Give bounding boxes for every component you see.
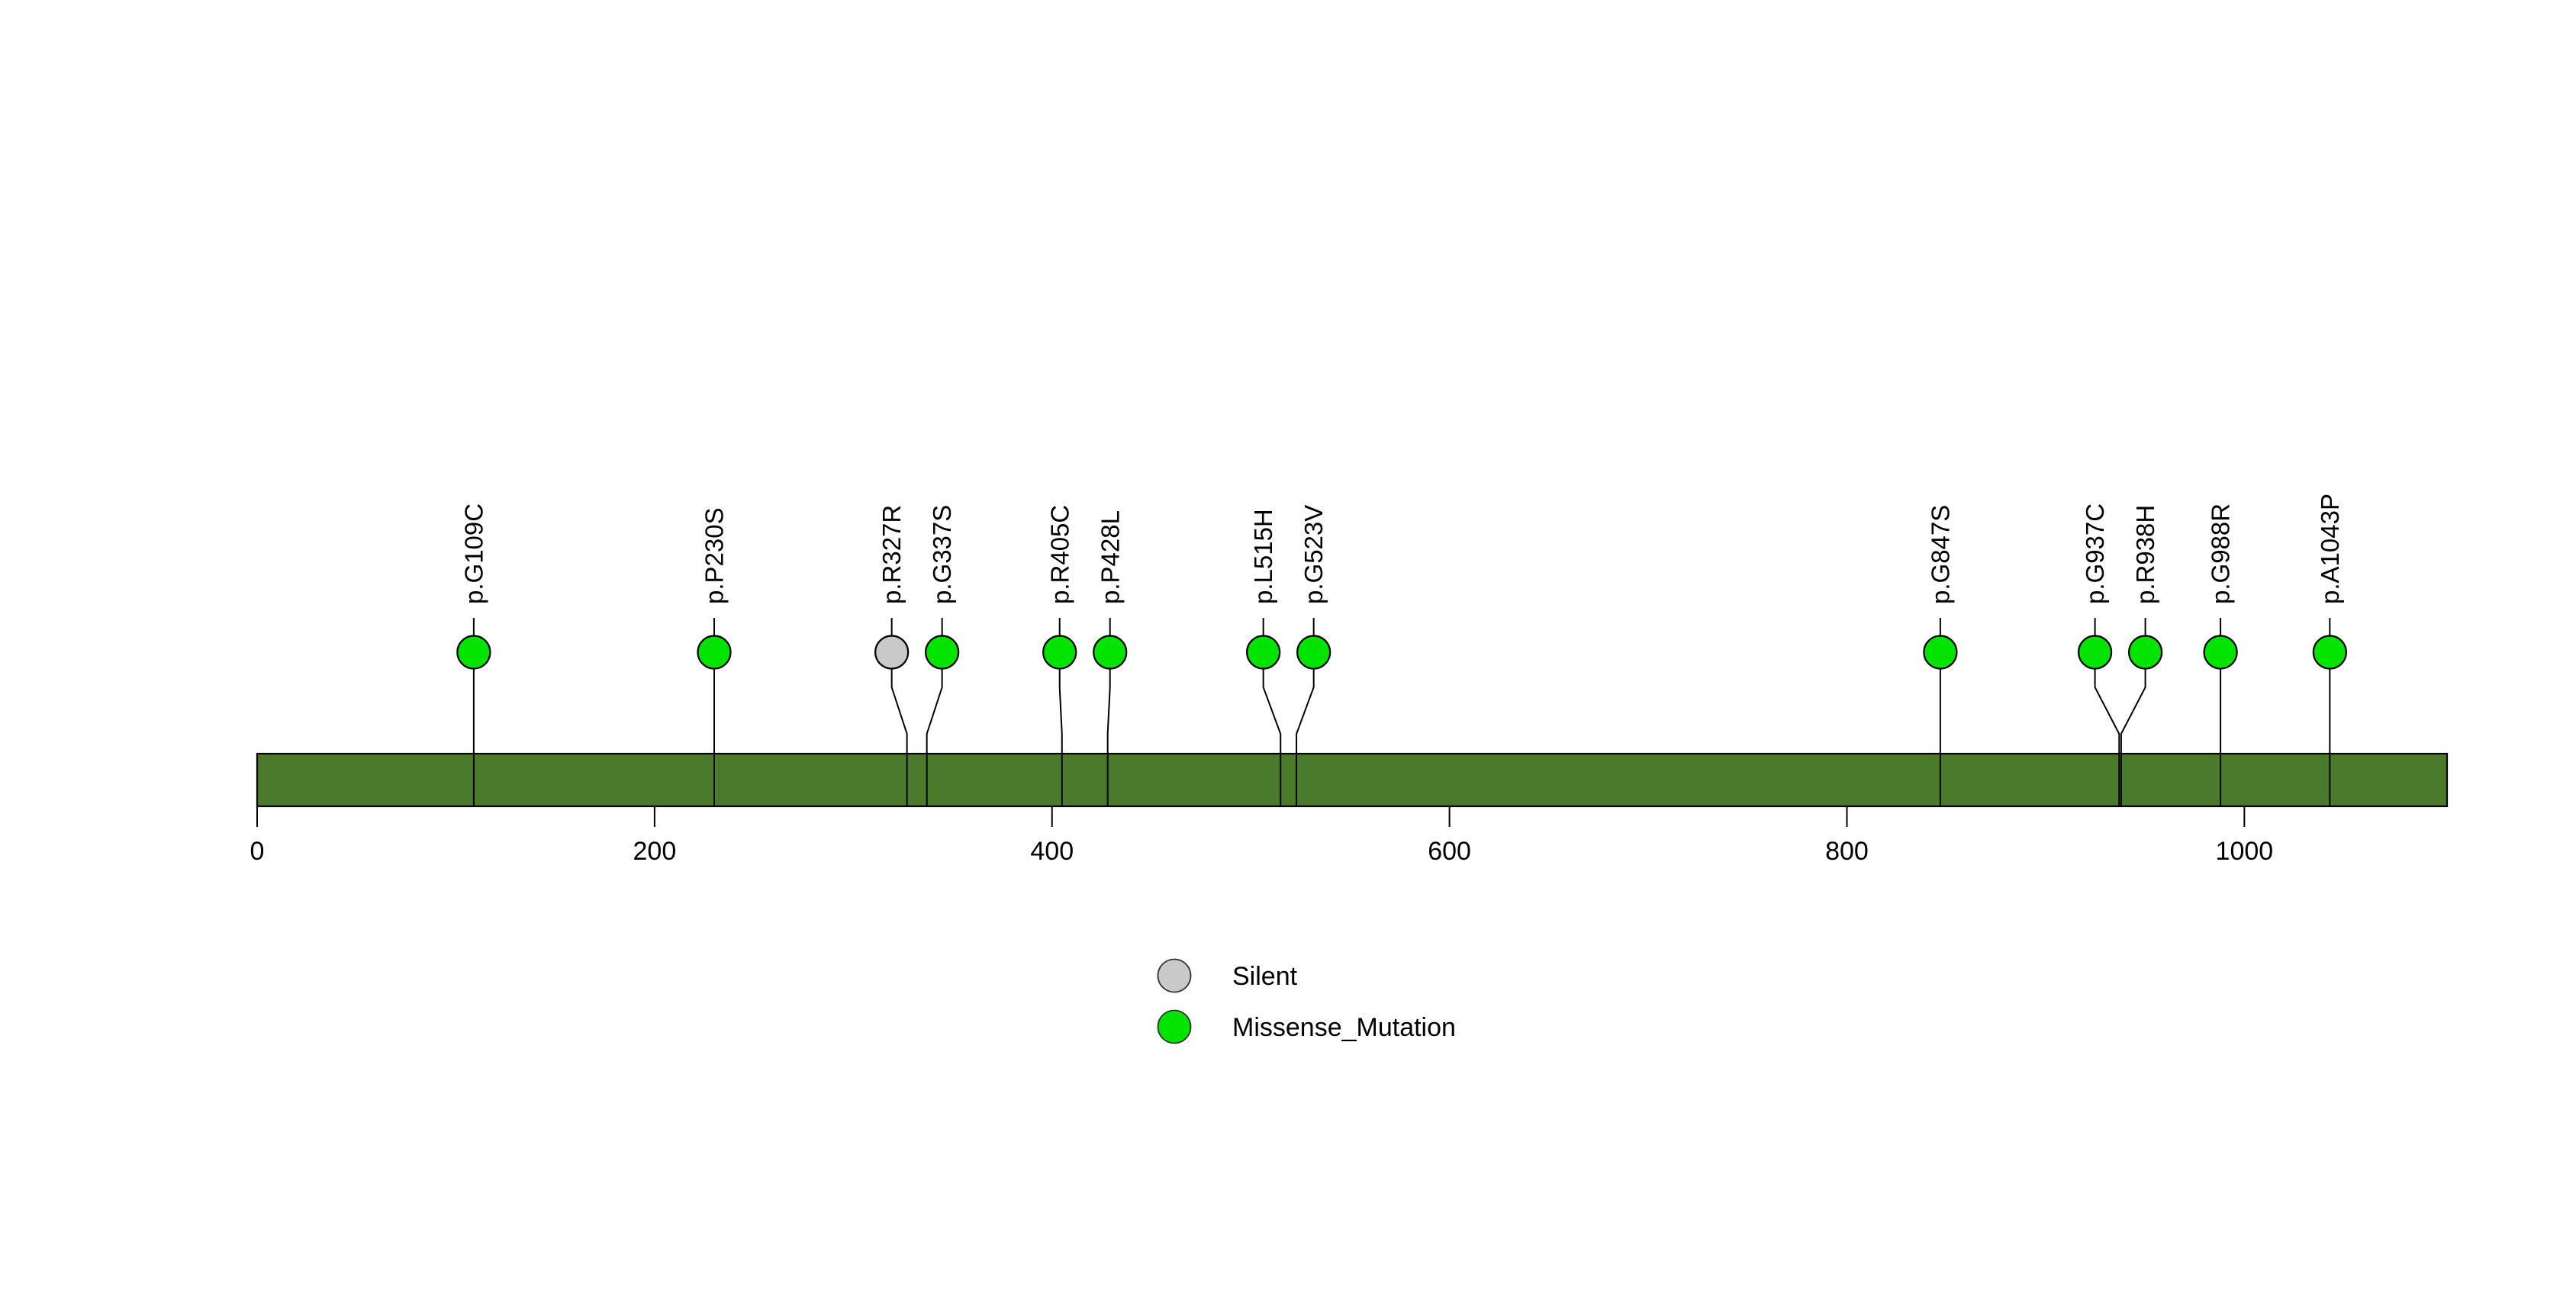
axis-tick-label: 800 bbox=[1825, 837, 1869, 866]
legend-label-missense_mutation: Missense_Mutation bbox=[1232, 1013, 1456, 1042]
mutation-label-p.P428L: p.P428L bbox=[1096, 510, 1124, 604]
mutation-circle-p.G937C bbox=[2077, 635, 2113, 670]
lollipop-stem-p.P428L bbox=[1106, 652, 1111, 806]
mutation-circle-p.R938H bbox=[2127, 635, 2163, 670]
mutation-labels: p.G109C p.P230S p.R327R p.G337S p.R405C p.P42… bbox=[459, 494, 2343, 604]
axis-tick-800: 800 bbox=[1825, 807, 1869, 866]
axis-tick-0: 0 bbox=[250, 807, 265, 866]
lollipop-stem-p.G523V bbox=[1296, 652, 1315, 806]
axis-tick-label: 0 bbox=[250, 837, 265, 866]
mutation-label-p.G523V: p.G523V bbox=[1299, 505, 1328, 604]
legend-label-silent: Silent bbox=[1232, 962, 1298, 991]
axis-tick-400: 400 bbox=[1030, 807, 1074, 866]
lollipop-stem-p.R327R bbox=[890, 652, 908, 806]
mutation-label-p.G988R: p.G988R bbox=[2207, 503, 2235, 604]
mutation-circle-p.R405C bbox=[1042, 635, 1077, 670]
mutation-label-p.R938H: p.R938H bbox=[2131, 505, 2159, 604]
legend-item-missense_mutation: Missense_Mutation bbox=[1157, 1009, 1456, 1044]
axis-tick-1000: 1000 bbox=[2216, 807, 2274, 866]
mutation-label-p.A1043P: p.A1043P bbox=[2316, 494, 2344, 604]
lollipop-stem-p.R938H bbox=[2120, 652, 2146, 806]
axis-tick-label: 400 bbox=[1030, 837, 1074, 866]
mutation-label-p.R405C: p.R405C bbox=[1045, 505, 1074, 604]
legend-swatch-missense_mutation bbox=[1157, 1009, 1192, 1044]
mutation-circle-p.R327R bbox=[874, 635, 910, 670]
mutation-circle-p.G847S bbox=[1923, 635, 1958, 670]
mutation-label-p.P230S: p.P230S bbox=[700, 507, 729, 604]
lollipop-circles bbox=[456, 635, 2347, 670]
mutation-circle-p.A1043P bbox=[2312, 635, 2347, 670]
mutation-circle-p.G988R bbox=[2203, 635, 2238, 670]
mutation-circle-p.G337S bbox=[925, 635, 960, 670]
lollipop-stem-p.G937C bbox=[2094, 652, 2120, 806]
lollipop-stem-p.G337S bbox=[926, 652, 943, 806]
mutation-label-p.L515H: p.L515H bbox=[1249, 509, 1277, 604]
axis-tick-label: 200 bbox=[633, 837, 677, 866]
mutation-label-p.G937C: p.G937C bbox=[2081, 503, 2109, 604]
axis-tick-label: 600 bbox=[1428, 837, 1471, 866]
mutation-label-p.G337S: p.G337S bbox=[928, 505, 956, 604]
axis-tick-600: 600 bbox=[1428, 807, 1471, 866]
axis-tick-label: 1000 bbox=[2216, 837, 2274, 866]
mutation-circle-p.P428L bbox=[1093, 635, 1128, 670]
mutation-label-p.G109C: p.G109C bbox=[459, 503, 488, 604]
lollipop-stem-p.L515H bbox=[1262, 652, 1282, 806]
mutation-circle-p.L515H bbox=[1246, 635, 1281, 670]
mutation-circle-p.P230S bbox=[697, 635, 732, 670]
legend-swatch-silent bbox=[1157, 958, 1192, 993]
lollipop-stem-p.R405C bbox=[1058, 652, 1063, 806]
mutation-circle-p.G523V bbox=[1296, 635, 1331, 670]
axis-tick-200: 200 bbox=[633, 807, 677, 866]
mutation-label-p.G847S: p.G847S bbox=[1926, 505, 1954, 604]
protein-backbone bbox=[256, 752, 2449, 808]
legend-item-silent: Silent bbox=[1157, 958, 1298, 993]
mutation-label-p.R327R: p.R327R bbox=[877, 505, 906, 604]
mutation-circle-p.G109C bbox=[456, 635, 491, 670]
